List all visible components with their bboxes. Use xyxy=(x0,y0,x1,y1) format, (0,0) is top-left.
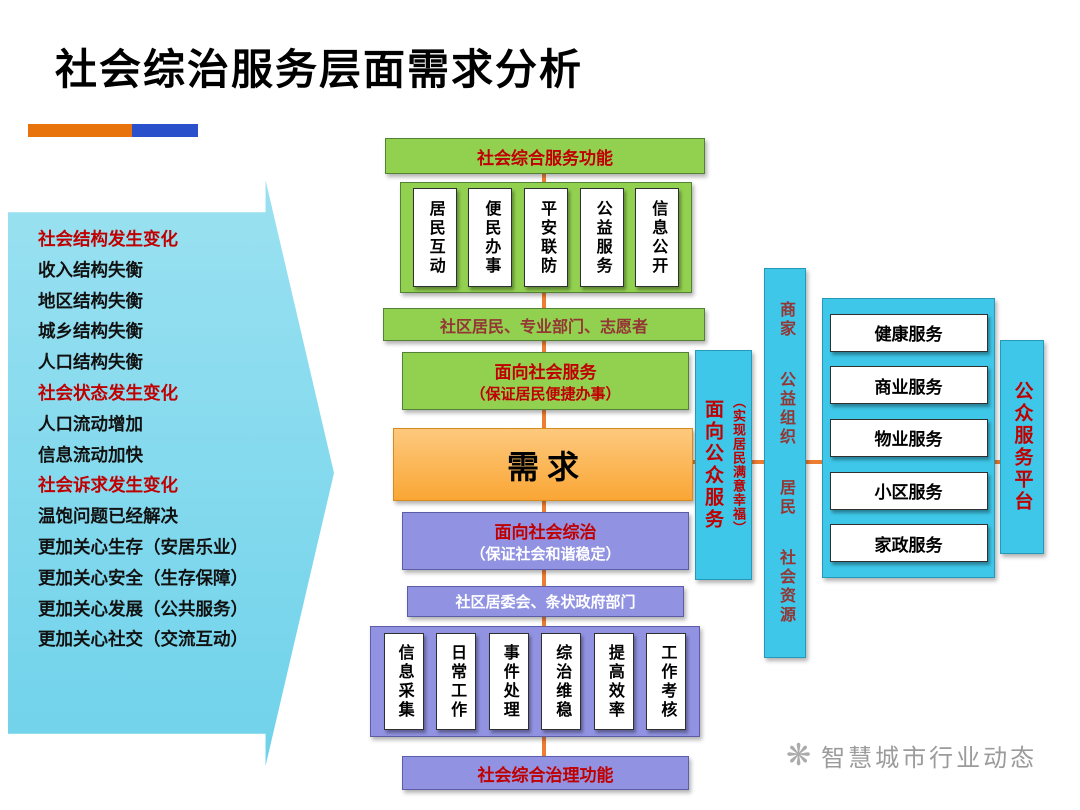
governance-function-header: 社会综合治理功能 xyxy=(402,756,689,790)
list-item: 地区结构失衡 xyxy=(38,290,143,311)
accent-bar-orange xyxy=(28,124,132,137)
service-box: 商业服务 xyxy=(829,366,988,405)
service-function-header: 社会综合服务功能 xyxy=(385,138,705,174)
list-item: 信息流动加快 xyxy=(38,444,143,465)
list-item: 人口流动增加 xyxy=(38,413,143,434)
function-box-label: 综治维稳 xyxy=(553,643,571,720)
list-item: 收入结构失衡 xyxy=(38,259,143,280)
list-item: 人口结构失衡 xyxy=(38,352,143,373)
service-box: 家政服务 xyxy=(829,524,988,563)
service-actors-bar: 社区居民、专业部门、志愿者 xyxy=(383,308,705,341)
watermark-text: 智慧城市行业动态 xyxy=(821,745,1038,772)
public-services-group: 健康服务 商业服务 物业服务 小区服务 家政服务 xyxy=(822,298,995,578)
left-arrow-shape xyxy=(8,180,334,766)
list-item: 城乡结构失衡 xyxy=(38,321,143,342)
list-item: 更加关心安全（生存保障） xyxy=(38,567,248,588)
platform-label: 公众服务平台 xyxy=(1011,381,1033,513)
accent-bar-blue xyxy=(132,124,198,137)
service-functions-group: 居民互动 便民办事 平安联防 公益服务 信息公开 xyxy=(400,182,692,293)
watermark: ❋ 智慧城市行业动态 xyxy=(786,738,1037,773)
resource-label: 社会资源 xyxy=(777,549,794,625)
function-box-label: 居民互动 xyxy=(426,199,444,276)
society-service-box: 面向社会服务 （保证居民便捷办事） xyxy=(402,352,689,410)
function-box-label: 事件处理 xyxy=(500,643,518,720)
list-item: 社会诉求发生变化 xyxy=(38,475,178,496)
resource-label: 居民 xyxy=(777,479,794,517)
demand-box: 需求 xyxy=(393,428,693,501)
governance-actors-bar: 社区居委会、条状政府部门 xyxy=(407,586,684,617)
function-box-label: 提高效率 xyxy=(605,643,623,720)
function-box-label: 公益服务 xyxy=(593,199,611,276)
resource-label: 公益组织 xyxy=(777,371,794,447)
function-box-label: 工作考核 xyxy=(658,643,676,720)
society-service-title: 面向社会服务 xyxy=(494,363,597,382)
service-box: 健康服务 xyxy=(829,313,988,352)
list-item: 社会状态发生变化 xyxy=(38,382,178,403)
service-box: 物业服务 xyxy=(829,418,988,457)
function-box-label: 便民办事 xyxy=(482,199,500,276)
society-service-subtitle: （保证居民便捷办事） xyxy=(470,386,621,403)
snowflake-icon: ❋ xyxy=(786,739,812,772)
service-box: 小区服务 xyxy=(829,471,988,510)
function-box-label: 信息采集 xyxy=(395,643,413,720)
public-facing-title: 面向公众服务 xyxy=(702,399,723,531)
function-box-label: 信息公开 xyxy=(649,199,667,276)
list-item: 温饱问题已经解决 xyxy=(38,506,178,527)
governance-box: 面向社会综治 （保证社会和谐稳定） xyxy=(402,512,689,570)
list-item: 社会结构发生变化 xyxy=(38,229,178,249)
page-title: 社会综治服务层面需求分析 xyxy=(55,46,584,93)
list-item: 更加关心社交（交流互动） xyxy=(38,629,248,650)
governance-title: 面向社会综治 xyxy=(494,523,597,542)
demand-factors-list: 社会结构发生变化 收入结构失衡 地区结构失衡 城乡结构失衡 人口结构失衡 社会状… xyxy=(38,224,248,655)
public-facing-subtitle: （实现居民满意幸福） xyxy=(731,395,746,535)
resource-label: 商家 xyxy=(777,301,794,339)
function-box-label: 平安联防 xyxy=(537,199,555,276)
governance-functions-group: 信息采集 日常工作 事件处理 综治维稳 提高效率 工作考核 xyxy=(370,626,700,737)
list-item: 更加关心发展（公共服务） xyxy=(38,598,248,619)
list-item: 更加关心生存（安居乐业） xyxy=(38,536,248,557)
governance-subtitle: （保证社会和谐稳定） xyxy=(470,546,621,563)
platform-box: 公众服务平台 xyxy=(1000,340,1044,554)
public-facing-box: 面向公众服务 （实现居民满意幸福） xyxy=(695,350,752,580)
resources-box: 商家 公益组织 居民 社会资源 xyxy=(764,268,806,658)
function-box-label: 日常工作 xyxy=(448,643,466,720)
demand-label: 需求 xyxy=(506,448,587,485)
